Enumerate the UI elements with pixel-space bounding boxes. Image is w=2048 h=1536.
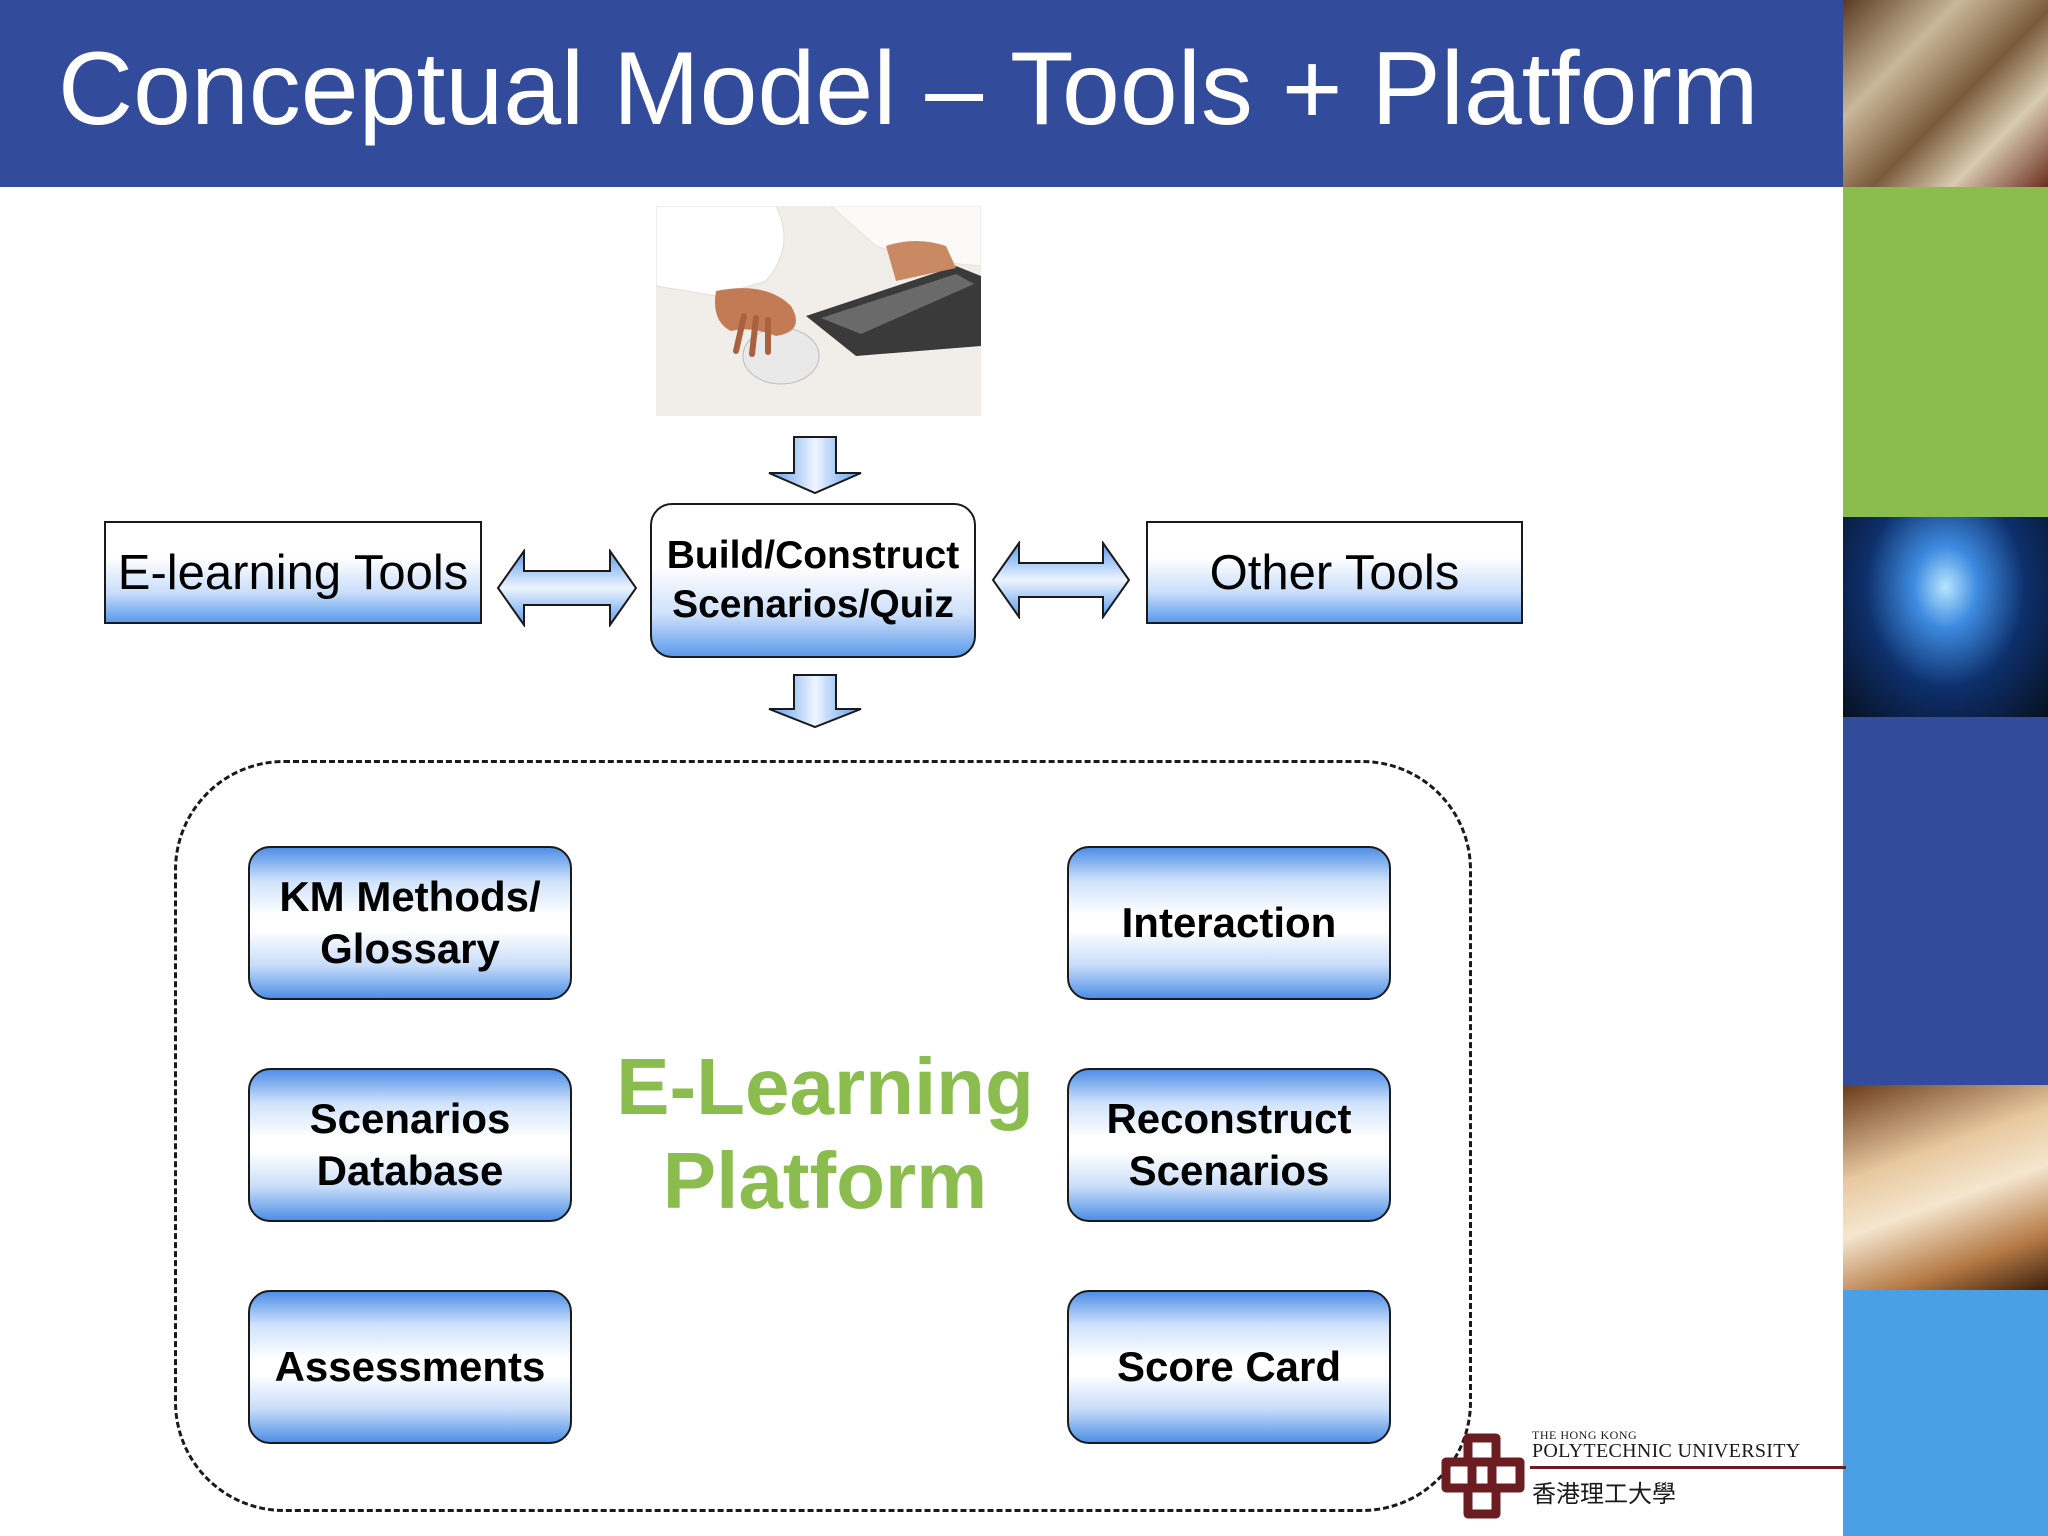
- assessments-box: Assessments: [248, 1290, 572, 1444]
- double-arrow-right-icon: [991, 541, 1131, 619]
- book-glasses-photo-tile: [1843, 1085, 2048, 1290]
- reconstruct-scenarios-line2: Scenarios: [1128, 1147, 1330, 1194]
- scenarios-database-line1: Scenarios: [309, 1094, 511, 1142]
- km-methods-line2: Glossary: [320, 925, 500, 972]
- platform-label-line1: E-Learning: [616, 1042, 1034, 1131]
- score-card-box: Score Card: [1067, 1290, 1391, 1444]
- elearning-tools-box: E-learning Tools: [104, 521, 482, 624]
- build-box-line1: Build/Construct: [666, 533, 960, 577]
- typing-hands-illustration: [656, 206, 981, 416]
- university-logo: THE HONG KONG POLYTECHNIC UNIVERSITY 香港理…: [1434, 1422, 1846, 1532]
- km-methods-box: KM Methods/ Glossary: [248, 846, 572, 1000]
- other-tools-label: Other Tools: [1209, 545, 1460, 600]
- logo-rule: [1530, 1466, 1846, 1469]
- logo-line1: THE HONG KONG: [1532, 1428, 1638, 1442]
- other-tools-box: Other Tools: [1146, 521, 1523, 624]
- double-arrow-left-icon: [496, 549, 638, 627]
- scenarios-database-line2: Database: [316, 1147, 504, 1194]
- navy-color-block: [1843, 717, 2048, 1085]
- green-color-block: [1843, 187, 2048, 517]
- interaction-box: Interaction: [1067, 846, 1391, 1000]
- typing-hands-photo: [656, 206, 981, 416]
- logo-line3: 香港理工大學: [1532, 1480, 1676, 1508]
- elearning-tools-label: E-learning Tools: [117, 545, 469, 600]
- polyu-emblem-icon: [1441, 1433, 1525, 1519]
- down-arrow-platform-icon: [768, 674, 862, 729]
- reconstruct-scenarios-line1: Reconstruct: [1106, 1094, 1352, 1142]
- down-arrow-icon: [768, 436, 862, 495]
- interaction-label: Interaction: [1121, 898, 1337, 946]
- km-methods-line1: KM Methods/: [279, 872, 541, 920]
- build-construct-box: Build/Construct Scenarios/Quiz: [650, 503, 976, 658]
- slide-title: Conceptual Model – Tools + Platform: [58, 31, 1759, 147]
- logo-line2: POLYTECHNIC UNIVERSITY: [1532, 1440, 1801, 1462]
- platform-frame: [174, 760, 1472, 1512]
- digital-head-photo-tile: [1843, 517, 2048, 717]
- score-card-label: Score Card: [1116, 1342, 1342, 1390]
- platform-label-line2: Platform: [662, 1136, 988, 1226]
- scenarios-database-box: Scenarios Database: [248, 1068, 572, 1222]
- platform-label: E-Learning Platform: [600, 1040, 1050, 1229]
- blue-color-block: [1843, 1290, 2048, 1536]
- library-photo-tile: [1843, 0, 2048, 187]
- title-bar: Conceptual Model – Tools + Platform: [0, 0, 1843, 187]
- assessments-label: Assessments: [274, 1342, 546, 1390]
- reconstruct-scenarios-box: Reconstruct Scenarios: [1067, 1068, 1391, 1222]
- build-box-line2: Scenarios/Quiz: [672, 582, 954, 626]
